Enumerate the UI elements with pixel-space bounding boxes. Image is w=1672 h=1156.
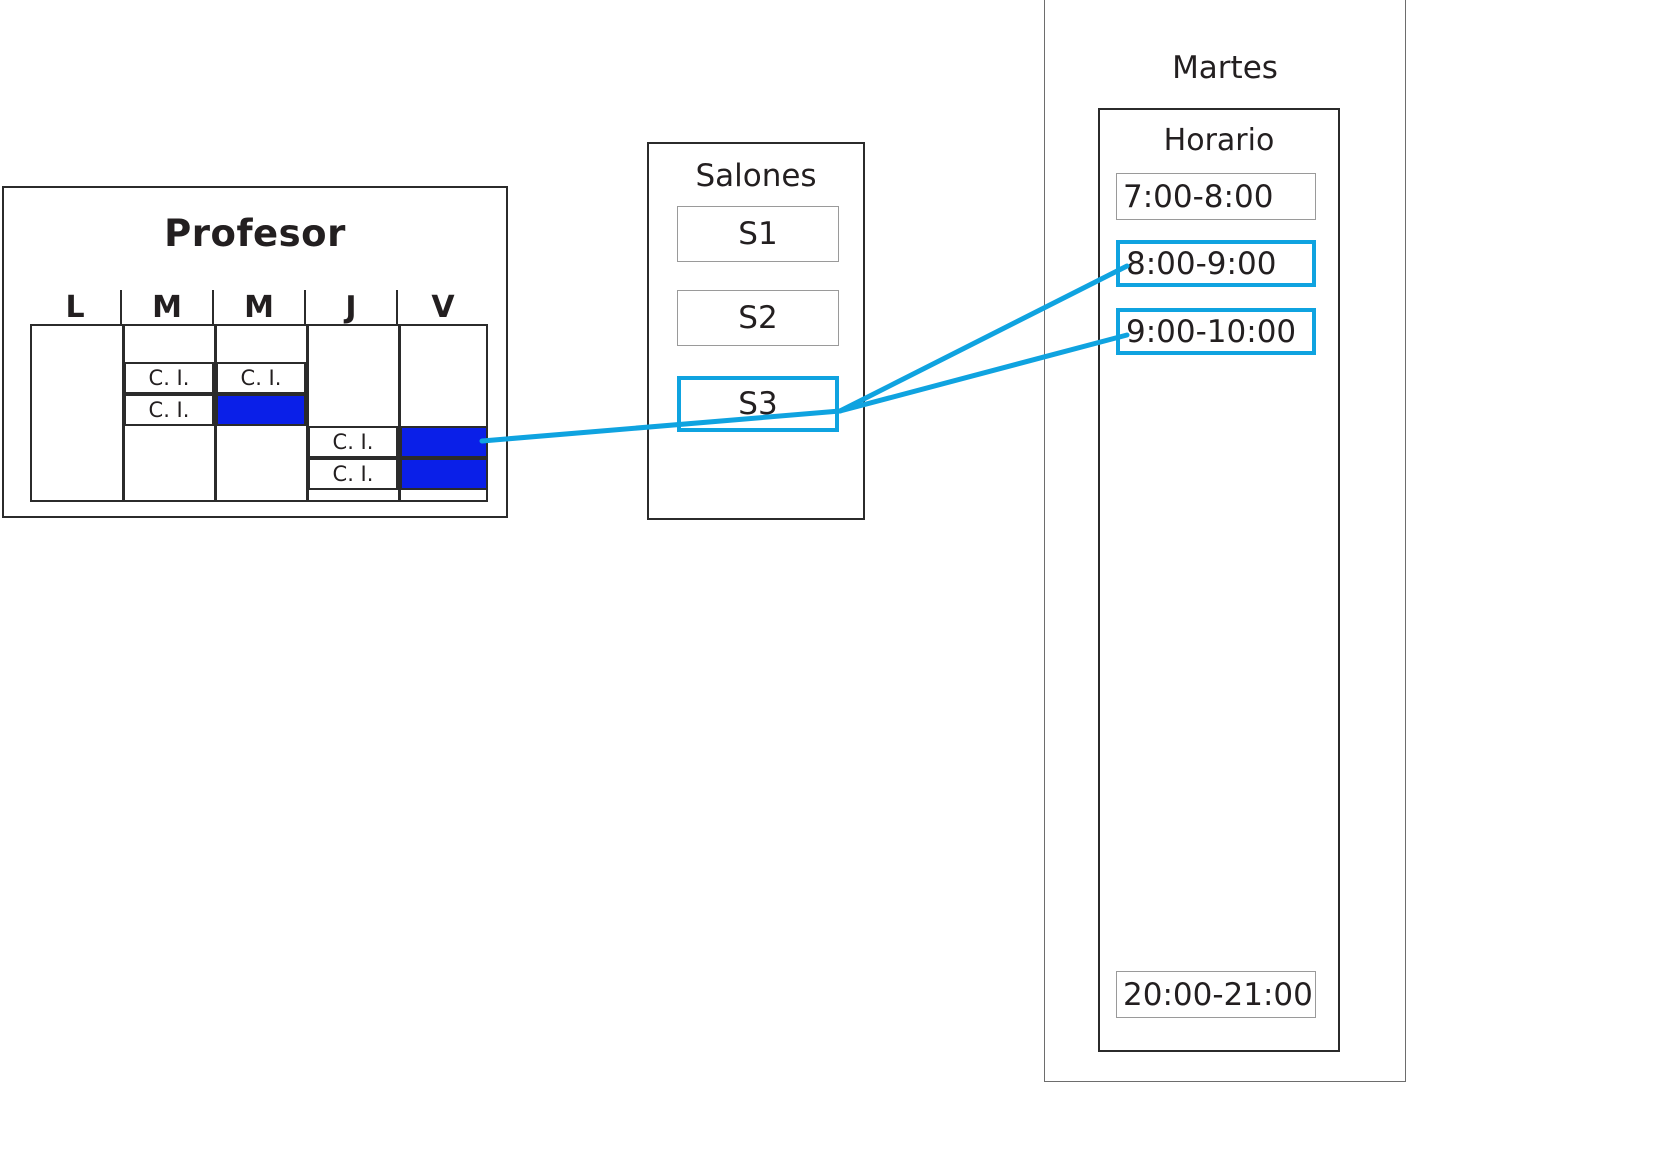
profesor-slot[interactable]: C. I. [124,362,214,394]
salones-panel: Salones S1 S2 S3 [647,142,865,520]
day-header-v: V [398,290,488,326]
salones-title: Salones [695,158,817,194]
profesor-slot-busy[interactable] [400,426,488,458]
profesor-slot[interactable]: C. I. [308,426,398,458]
horario-slot-0900-1000[interactable]: 9:00-10:00 [1116,308,1316,355]
horario-slot-0800-0900[interactable]: 8:00-9:00 [1116,240,1316,287]
horario-panel: Horario 7:00-8:00 8:00-9:00 9:00-10:00 2… [1098,108,1340,1052]
column-separator-2 [214,326,217,502]
column-separator-1 [122,326,125,502]
salon-item-s3[interactable]: S3 [677,376,839,432]
profesor-schedule-grid: L M M J V C. I. C. I. C. I. C. I. C. I. [30,290,488,502]
profesor-slot-busy[interactable] [216,394,306,426]
profesor-slot[interactable]: C. I. [216,362,306,394]
horario-title: Horario [1163,123,1275,158]
profesor-slot[interactable]: C. I. [308,458,398,490]
column-separator-4 [398,326,401,502]
day-header-j: J [306,290,398,326]
horario-slot-2000-2100[interactable]: 20:00-21:00 [1116,971,1316,1018]
salon-item-s2[interactable]: S2 [677,290,839,346]
horario-slot-0700-0800[interactable]: 7:00-8:00 [1116,173,1316,220]
day-header-l: L [30,290,122,326]
salon-item-s1[interactable]: S1 [677,206,839,262]
profesor-slot[interactable]: C. I. [124,394,214,426]
martes-title: Martes [1172,50,1278,86]
day-header-m1: M [122,290,214,326]
profesor-panel: Profesor L M M J V C. I. C. I. C. I. C. … [2,186,508,518]
profesor-title: Profesor [164,212,346,255]
day-header-m2: M [214,290,306,326]
profesor-slot-busy[interactable] [400,458,488,490]
column-separator-3 [306,326,309,502]
